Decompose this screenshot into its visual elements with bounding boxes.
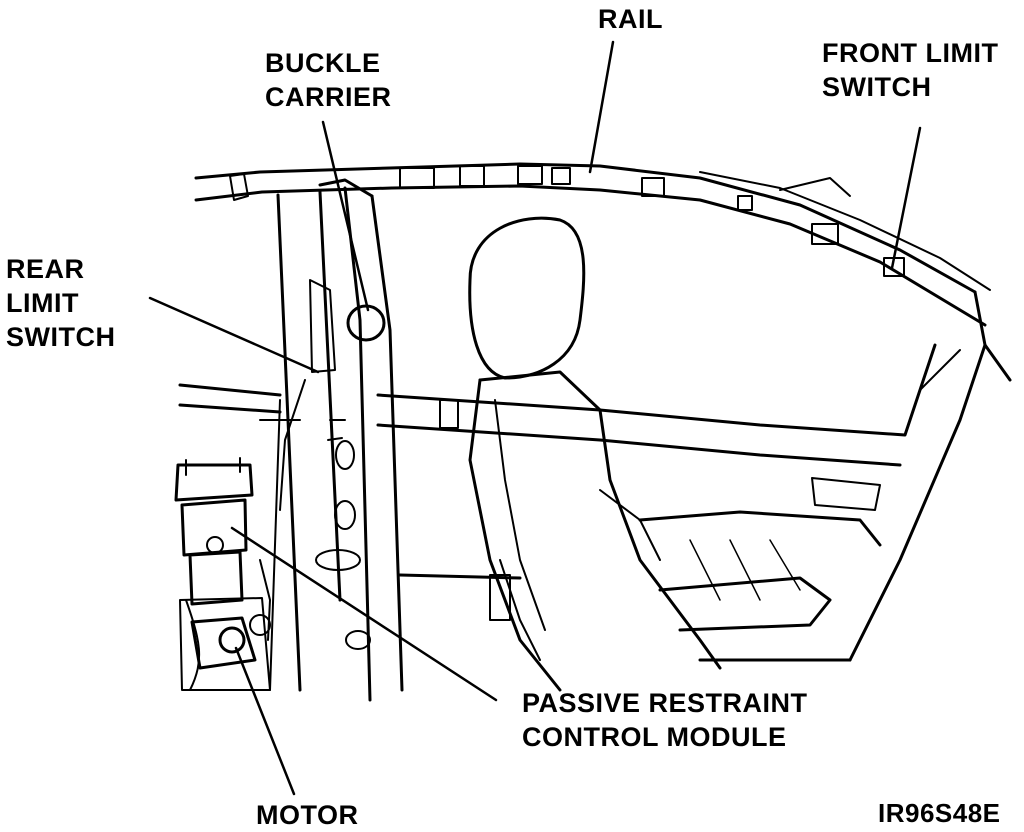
label-rear-limit-switch: REAR LIMIT SWITCH — [6, 252, 115, 354]
figure-code: IR96S48E — [878, 796, 1001, 830]
label-rear-limit-switch-line-1: REAR — [6, 254, 85, 284]
label-control-module-line-1: PASSIVE RESTRAINT — [522, 688, 808, 718]
label-motor-text: MOTOR — [256, 800, 359, 830]
label-rear-limit-switch-line-2: LIMIT — [6, 288, 79, 318]
leader-buckle-carrier — [321, 120, 370, 312]
label-front-limit-switch-line-1: FRONT LIMIT — [822, 38, 999, 68]
roof-rail — [194, 162, 991, 327]
leader-motor — [234, 646, 296, 796]
label-front-limit-switch: FRONT LIMIT SWITCH — [822, 36, 998, 104]
front-seat — [468, 216, 722, 692]
label-rear-limit-switch-line-3: SWITCH — [6, 322, 116, 352]
label-buckle-carrier: BUCKLE CARRIER — [265, 46, 392, 114]
leader-rear-limit-switch — [148, 296, 320, 374]
label-control-module-line-2: CONTROL MODULE — [522, 722, 787, 752]
label-buckle-carrier-line-1: BUCKLE — [265, 48, 381, 78]
door-panel — [638, 477, 882, 662]
leader-front-limit-switch — [890, 126, 922, 270]
door-frame — [178, 290, 1012, 662]
label-rail-text: RAIL — [598, 4, 663, 34]
leader-lines — [148, 40, 922, 796]
b-pillar — [276, 178, 404, 702]
label-motor: MOTOR — [256, 798, 359, 832]
leader-control-module — [230, 526, 498, 702]
module-and-motor-assembly — [174, 379, 306, 691]
leader-rail — [588, 40, 615, 174]
figure-code-text: IR96S48E — [878, 798, 1001, 828]
label-rail: RAIL — [598, 2, 663, 36]
label-passive-restraint-control-module: PASSIVE RESTRAINT CONTROL MODULE — [522, 686, 808, 754]
label-buckle-carrier-line-2: CARRIER — [265, 82, 392, 112]
label-front-limit-switch-line-2: SWITCH — [822, 72, 932, 102]
